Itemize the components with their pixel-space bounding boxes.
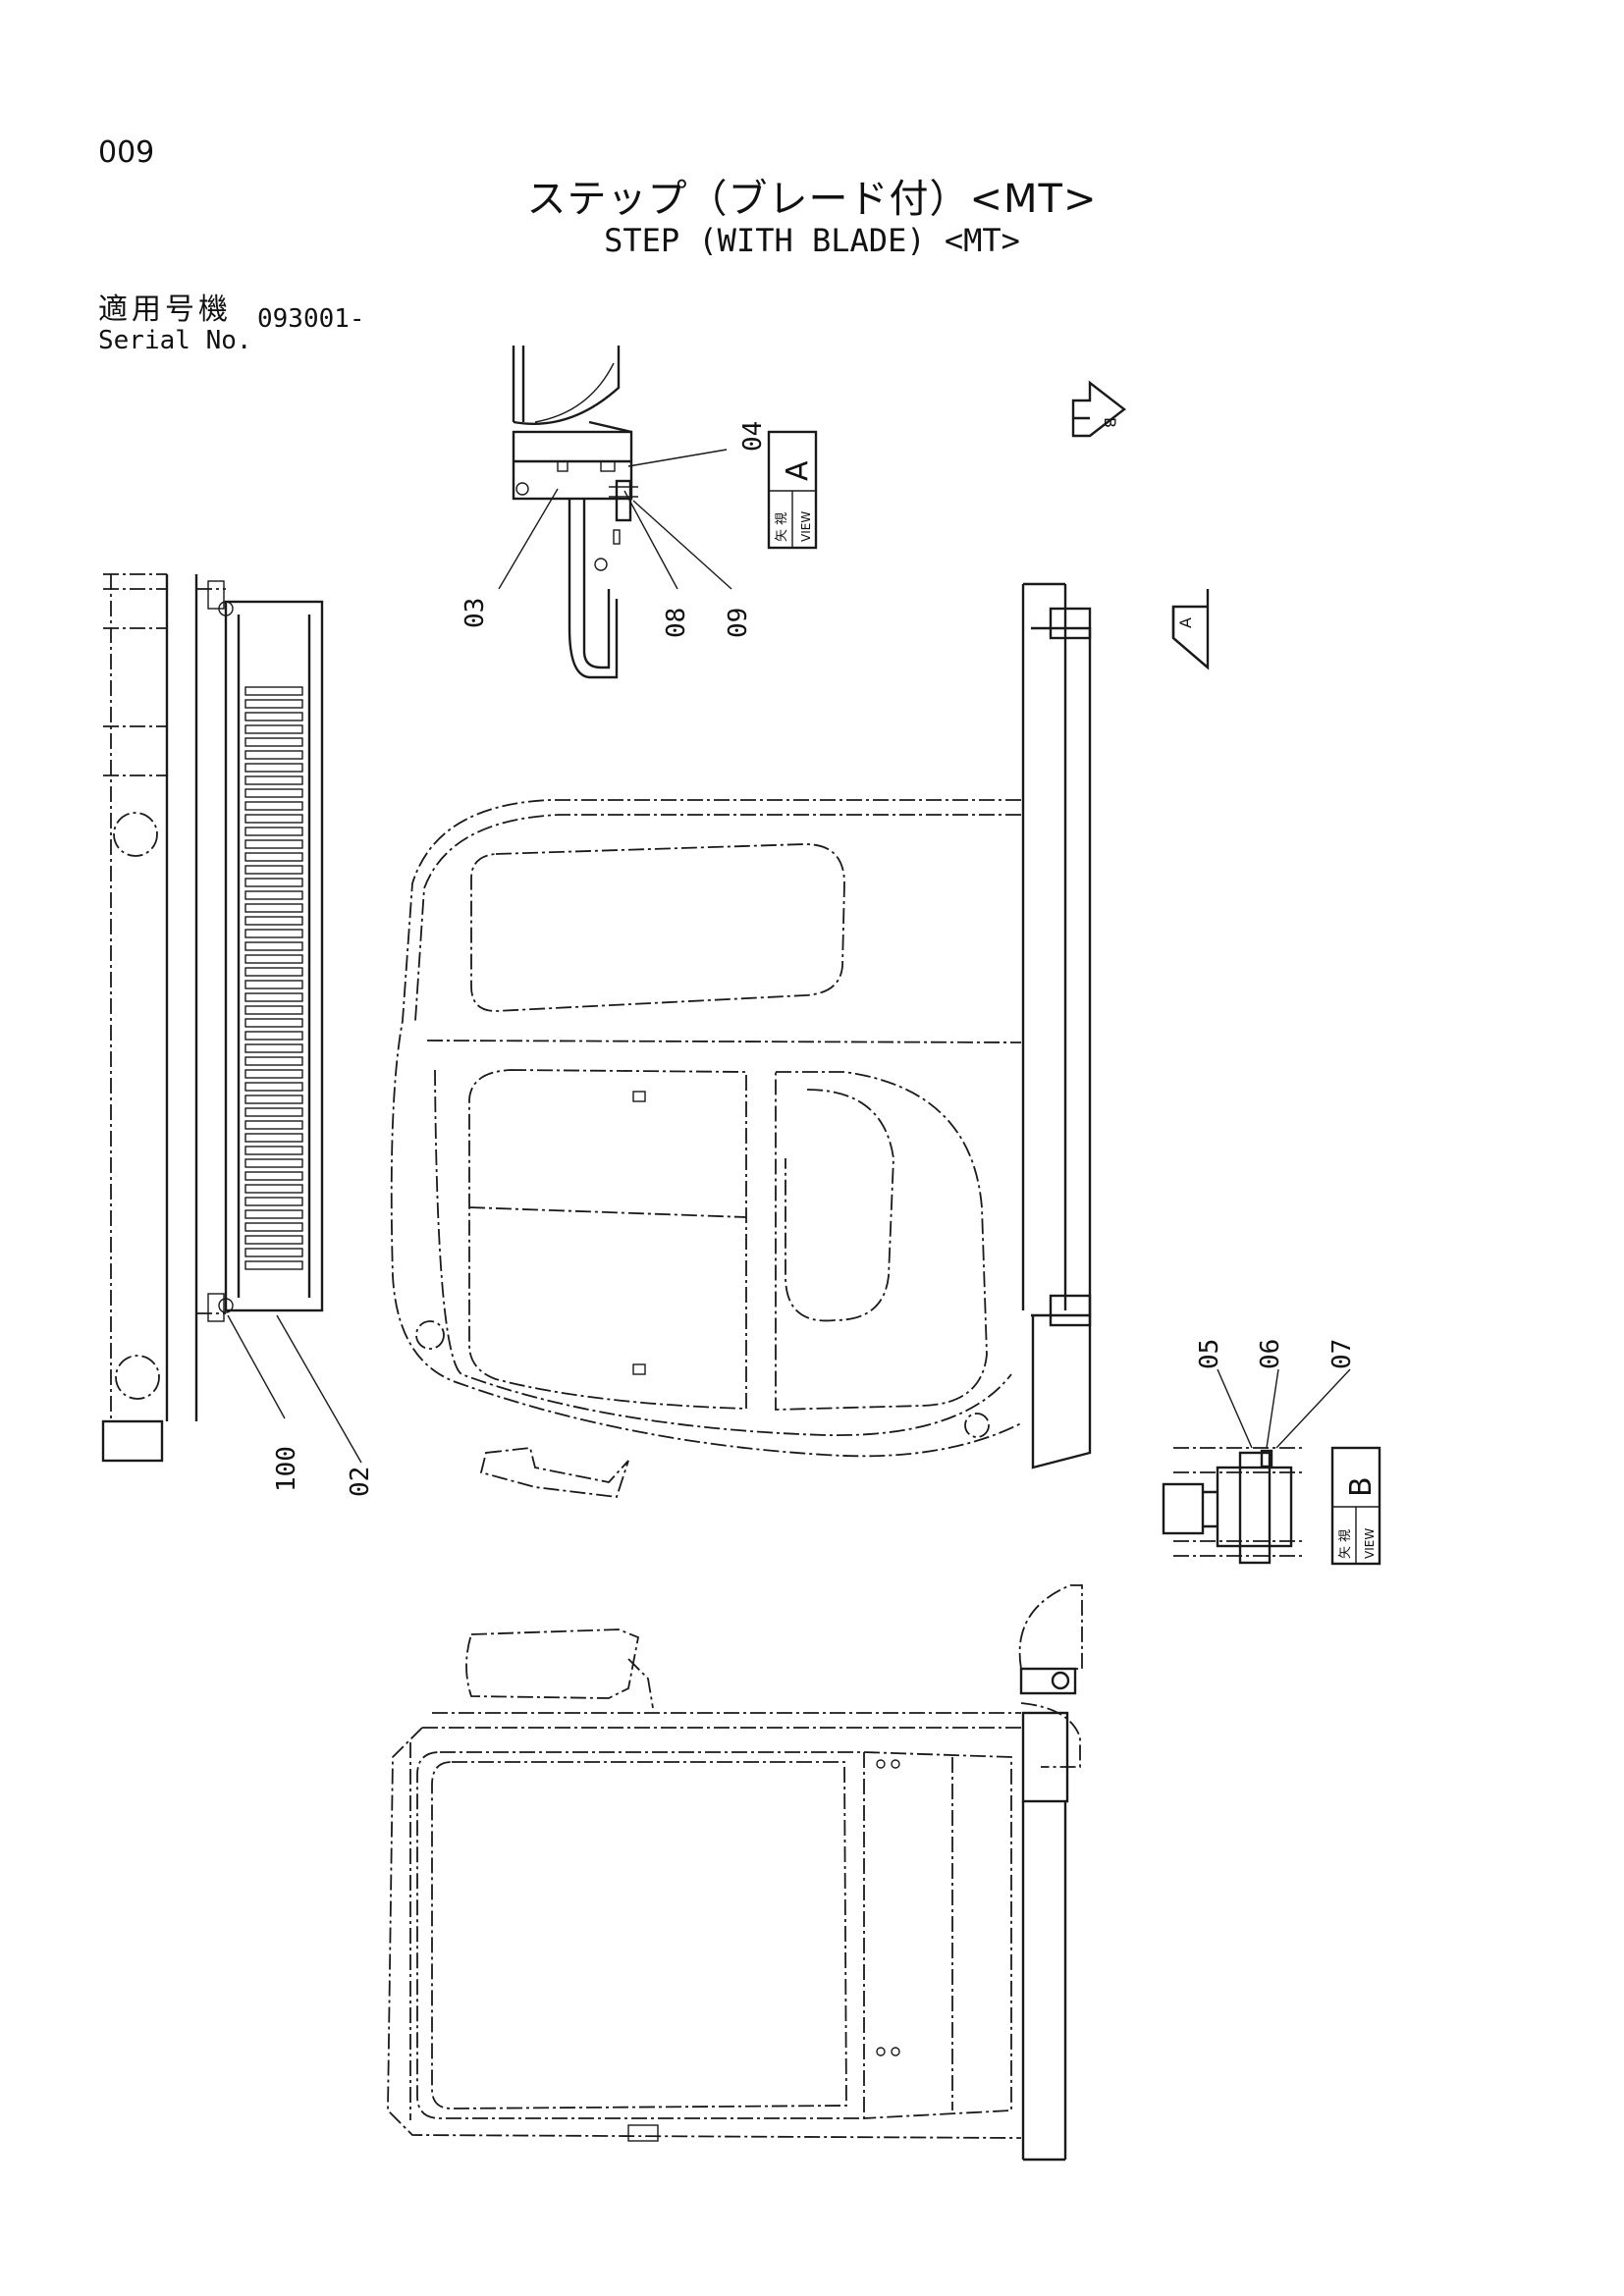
view-tag-b-letter: B <box>1344 1476 1379 1497</box>
callout-05: 05 <box>1195 1339 1224 1369</box>
step-slat <box>244 954 303 964</box>
step-slat <box>244 865 303 875</box>
step-slat <box>244 967 303 977</box>
leader-line-08 <box>623 490 678 590</box>
cab-top-view-drawing <box>387 1584 1083 2162</box>
step-slat <box>244 1069 303 1079</box>
step-slat <box>244 724 303 734</box>
leader-line-02 <box>276 1314 362 1464</box>
view-tag-a-en: VIEW <box>799 511 813 542</box>
step-side-view-drawing <box>101 573 324 1463</box>
view-arrow-a: A <box>1171 589 1210 670</box>
page-number: 009 <box>98 135 155 170</box>
leader-line-06 <box>1266 1368 1279 1449</box>
view-arrow-b: B <box>1071 380 1126 438</box>
step-slat <box>244 1260 303 1270</box>
callout-04: 04 <box>738 421 768 452</box>
leader-line-04 <box>627 449 728 467</box>
step-slat <box>244 699 303 709</box>
view-arrow-a-label: A <box>1176 617 1195 628</box>
view-arrow-b-label: B <box>1101 417 1119 428</box>
step-slat <box>244 903 303 913</box>
step-slat <box>244 763 303 773</box>
view-tag-a-jp: 矢 視 <box>775 512 789 542</box>
callout-08: 08 <box>662 608 691 638</box>
callout-07: 07 <box>1327 1339 1357 1369</box>
step-slat <box>244 941 303 951</box>
step-slat <box>244 712 303 721</box>
step-slat <box>244 750 303 760</box>
step-slat <box>244 852 303 862</box>
leader-line-100 <box>227 1314 286 1419</box>
step-slat <box>244 1082 303 1092</box>
callout-02: 02 <box>346 1467 375 1497</box>
step-slat <box>244 1107 303 1117</box>
step-slat <box>244 992 303 1002</box>
leader-line-03 <box>498 488 559 590</box>
view-tag-b-jp: 矢 視 <box>1338 1529 1353 1559</box>
step-slat <box>244 814 303 824</box>
view-tag-a: A 矢 視 VIEW <box>767 430 818 550</box>
step-slat <box>244 788 303 798</box>
step-slat <box>244 916 303 926</box>
step-slat <box>244 775 303 785</box>
serial-number-value: 093001- <box>257 304 365 334</box>
step-slat <box>244 1005 303 1015</box>
step-slat <box>244 1031 303 1041</box>
serial-label-english: Serial No. <box>98 326 252 355</box>
step-slat <box>244 980 303 989</box>
cab-side-view-drawing <box>390 582 1092 1498</box>
step-slat <box>244 1222 303 1232</box>
step-slat <box>244 1056 303 1066</box>
step-slat <box>244 890 303 900</box>
step-slat <box>244 1248 303 1257</box>
step-slat <box>244 1146 303 1155</box>
step-slat <box>244 737 303 747</box>
step-slat <box>244 878 303 887</box>
view-tag-a-letter: A <box>781 460 815 481</box>
callout-100: 100 <box>272 1446 301 1492</box>
step-slat <box>244 1184 303 1194</box>
step-slat <box>244 686 303 696</box>
callout-03: 03 <box>460 598 490 628</box>
step-slat <box>244 801 303 811</box>
leader-line-07 <box>1275 1368 1351 1449</box>
step-slats <box>244 686 303 1270</box>
step-slat <box>244 827 303 836</box>
step-slat <box>244 1171 303 1181</box>
step-slat <box>244 1133 303 1143</box>
leader-line-05 <box>1217 1368 1253 1449</box>
step-slat <box>244 1158 303 1168</box>
callout-09: 09 <box>724 608 753 638</box>
view-tag-b-en: VIEW <box>1363 1528 1377 1559</box>
step-slat <box>244 1018 303 1028</box>
step-slat <box>244 1043 303 1053</box>
page-title-japanese: ステップ（ブレード付）<MT> <box>526 177 1098 222</box>
step-slat <box>244 1209 303 1219</box>
view-tag-b: B 矢 視 VIEW <box>1330 1446 1381 1566</box>
detail-view-b-drawing <box>1162 1447 1306 1565</box>
step-slat <box>244 1197 303 1206</box>
serial-label-japanese: 適用号機 <box>98 293 232 327</box>
step-slat <box>244 929 303 938</box>
step-slat <box>244 1235 303 1245</box>
callout-06: 06 <box>1256 1339 1285 1369</box>
step-slat <box>244 1120 303 1130</box>
detail-view-a-drawing <box>512 346 638 679</box>
step-slat <box>244 839 303 849</box>
step-slat <box>244 1095 303 1104</box>
page-title-english: STEP (WITH BLADE) <MT> <box>604 222 1020 259</box>
leader-line-09 <box>632 500 732 590</box>
